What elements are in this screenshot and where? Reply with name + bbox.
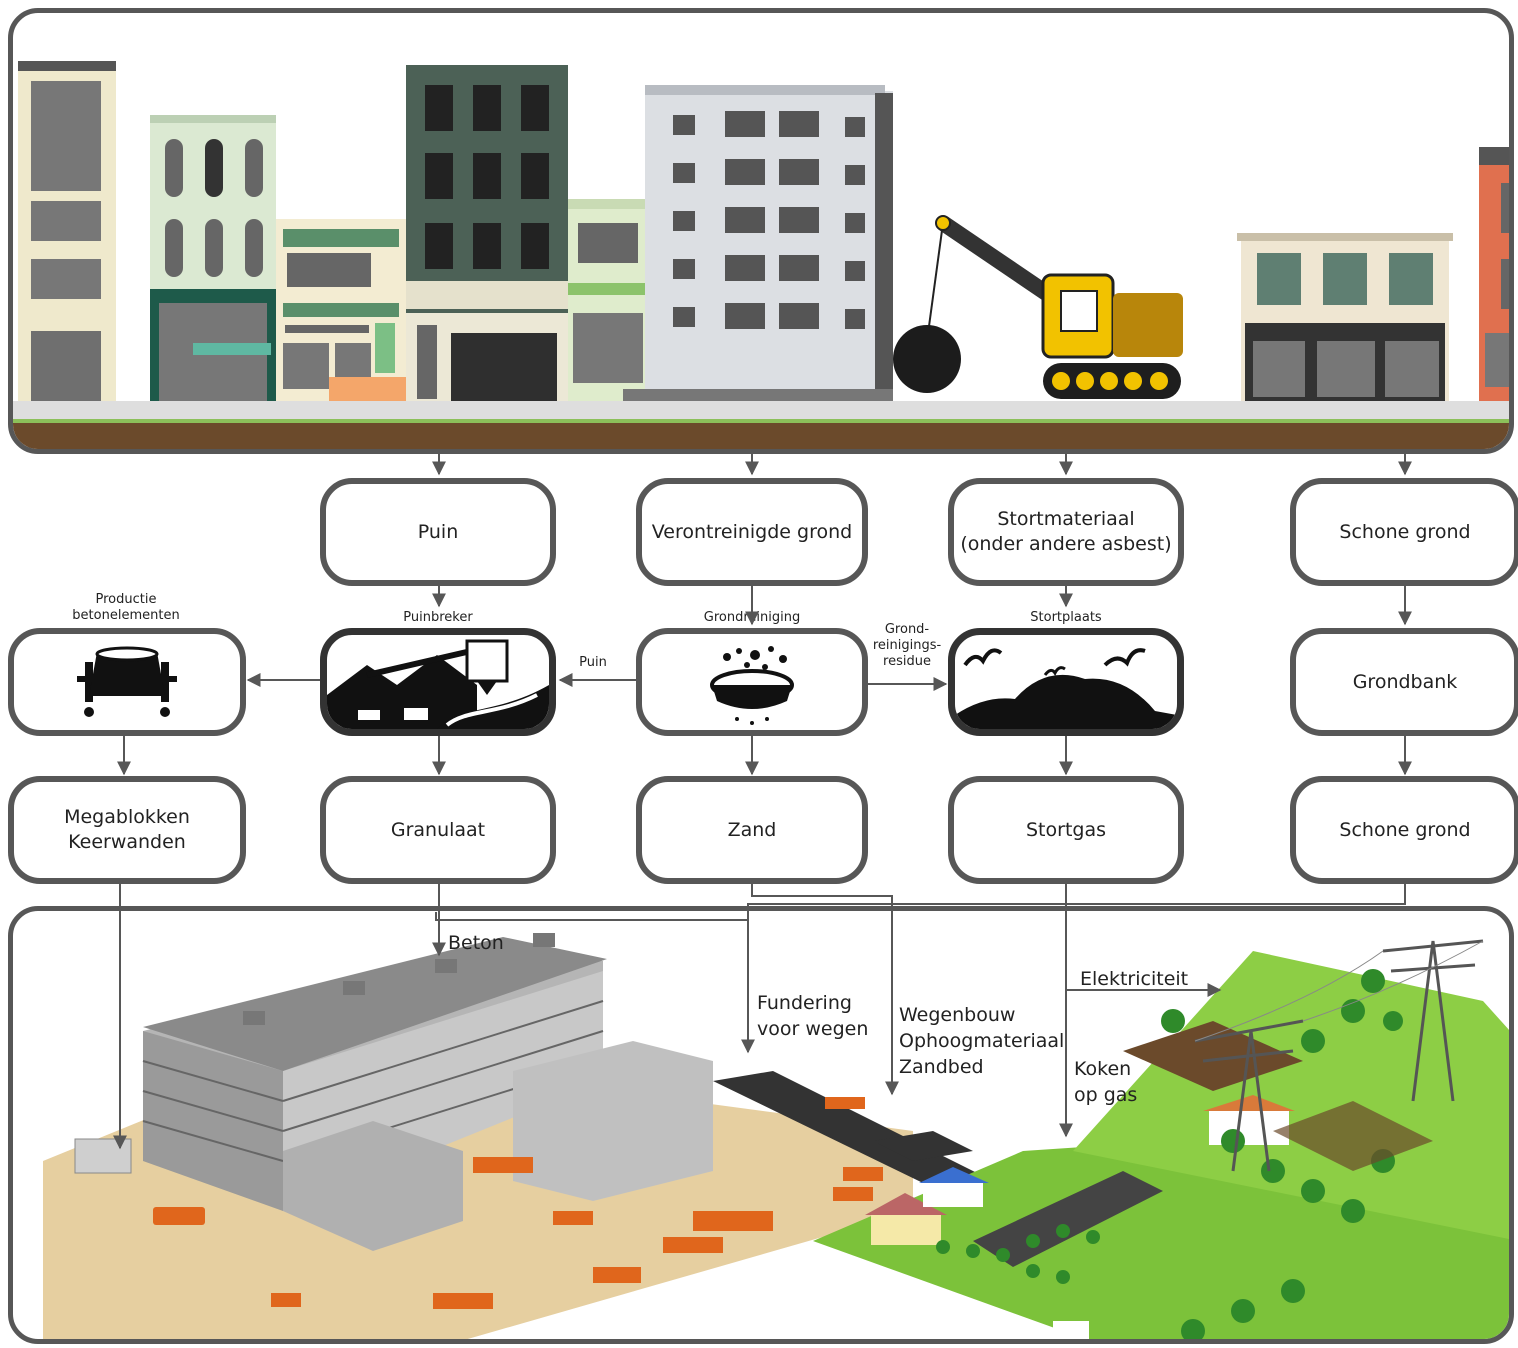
edge-label-residue-line2: reinigings- — [872, 638, 942, 653]
use-label-koken: Koken op gas — [1074, 1056, 1137, 1108]
label-grondreiniging: Grondreiniging — [703, 610, 801, 625]
node-stortmateriaal-line1: Stortmateriaal — [997, 508, 1135, 530]
building-dark-green — [406, 65, 568, 401]
use-label-koken-line1: Koken — [1074, 1058, 1132, 1080]
building-mint — [150, 115, 276, 401]
building-orange-edge — [1479, 147, 1509, 401]
node-verontreinigde-grond-label: Verontreinigde grond — [651, 520, 853, 543]
use-label-fundering: Fundering voor wegen — [757, 990, 868, 1042]
edge-label-residue: Grond- reinigings- residue — [862, 622, 952, 670]
node-verontreinigde-grond: Verontreinigde grond — [636, 478, 868, 586]
concrete-building — [142, 933, 713, 1251]
sidewalk — [13, 401, 1509, 419]
use-label-fundering-line2: voor wegen — [757, 1018, 869, 1040]
building-green-small — [568, 199, 648, 401]
node-puin-label: Puin — [417, 520, 459, 543]
label-productie-line2: betonelementen — [72, 608, 180, 623]
soil-layer — [13, 423, 1509, 449]
label-productie-line1: Productie — [95, 592, 157, 607]
label-stortplaats: Stortplaats — [1030, 610, 1102, 625]
node-puin: Puin — [320, 478, 556, 586]
use-label-elektriciteit: Elektriciteit — [1080, 968, 1189, 990]
node-zand: Zand — [636, 776, 868, 884]
crusher-icon — [327, 639, 549, 729]
node-megablokken-line2: Keerwanden — [68, 831, 186, 853]
use-label-beton: Beton — [448, 932, 504, 954]
use-label-koken-line2: op gas — [1074, 1084, 1138, 1106]
building-beige-shop — [276, 219, 409, 401]
node-grondbank: Grondbank — [1290, 628, 1518, 736]
node-granulaat-label: Granulaat — [390, 818, 486, 841]
reuse-scene-panel — [8, 906, 1514, 1344]
edge-label-puin: Puin — [579, 655, 607, 670]
label-puinbreker: Puinbreker — [403, 610, 473, 625]
use-label-fundering-line1: Fundering — [757, 992, 852, 1014]
node-schone-grond-bottom: Schone grond — [1290, 776, 1518, 884]
megablock-stack — [74, 1138, 132, 1174]
node-megablokken-line1: Megablokken — [64, 806, 190, 828]
wrecking-ball-crane — [893, 215, 1183, 399]
node-stortmateriaal-line2: (onder andere asbest) — [960, 533, 1172, 555]
building-beige-right — [1237, 233, 1453, 401]
construction-illustration — [43, 933, 1509, 1339]
construction-vehicles — [153, 1097, 883, 1309]
process-stortplaats — [948, 628, 1184, 736]
edge-label-residue-line3: residue — [883, 654, 931, 669]
use-label-wegenbouw-line1: Wegenbouw — [899, 1004, 1016, 1026]
node-stortgas-label: Stortgas — [1026, 818, 1106, 841]
node-granulaat: Granulaat — [320, 776, 556, 884]
node-schone-grond-top-label: Schone grond — [1339, 520, 1471, 543]
edge-label-residue-line1: Grond- — [884, 622, 930, 637]
street-scene-panel — [8, 8, 1514, 454]
landfill-icon — [955, 648, 1177, 729]
building-cream-left — [18, 61, 116, 401]
node-megablokken: Megablokken Keerwanden — [8, 776, 246, 884]
label-productie-betonelementen: Productie betonelementen — [66, 592, 186, 624]
process-puinbreker — [320, 628, 556, 736]
node-schone-grond-bottom-label: Schone grond — [1339, 818, 1471, 841]
building-damaged — [623, 85, 893, 403]
use-label-wegenbouw-line2: Ophoogmateriaal — [899, 1030, 1065, 1052]
concrete-mixer-icon — [77, 646, 177, 717]
process-productie-betonelementen — [8, 628, 246, 736]
process-grondreiniging — [636, 628, 868, 736]
street-illustration — [13, 61, 1509, 449]
use-label-wegenbouw-line3: Zandbed — [899, 1056, 984, 1078]
node-stortmateriaal: Stortmateriaal (onder andere asbest) — [948, 478, 1184, 586]
node-zand-label: Zand — [727, 818, 777, 841]
sieve-icon — [710, 646, 794, 725]
node-stortgas: Stortgas — [948, 776, 1184, 884]
use-label-wegenbouw: Wegenbouw Ophoogmateriaal Zandbed — [899, 1002, 1064, 1080]
node-schone-grond-top: Schone grond — [1290, 478, 1518, 586]
node-grondbank-label: Grondbank — [1352, 670, 1458, 693]
